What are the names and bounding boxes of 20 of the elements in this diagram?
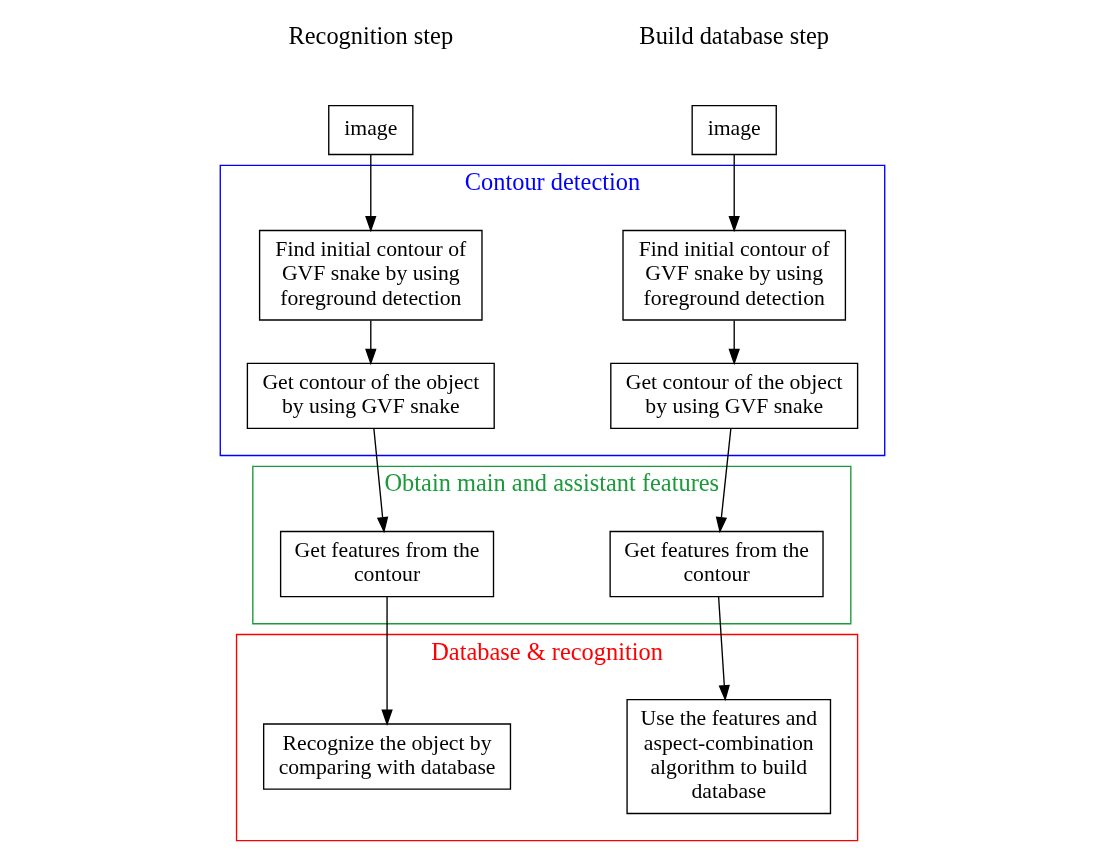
- node-box: Get features from the contour: [279, 530, 495, 598]
- node-box: Recognize the object by comparing with database: [263, 723, 512, 790]
- arrow: [715, 428, 732, 534]
- node-box: Find initial contour of GVF snake by using foreground detection: [622, 229, 847, 321]
- node-box: Find initial contour of GVF snake by using foreground detection: [258, 229, 483, 321]
- arrow: [728, 154, 740, 233]
- node-box: Get contour of the object by using GVF snake: [246, 362, 495, 430]
- arrow: [365, 319, 377, 366]
- node-box: image: [691, 105, 777, 156]
- arrow: [381, 596, 393, 726]
- arrow: [717, 596, 730, 702]
- node-box: Get contour of the object by using GVF snake: [610, 362, 859, 430]
- label: Build database step: [639, 21, 830, 49]
- node-box: image: [328, 105, 414, 156]
- node-box: Get features from the contour: [609, 530, 824, 598]
- arrow: [728, 319, 740, 366]
- arrow: [365, 154, 377, 233]
- label: Recognition step: [288, 21, 454, 49]
- arrow: [373, 428, 389, 534]
- node-box: Use the features and aspect-combination algorithm to build database: [626, 698, 832, 815]
